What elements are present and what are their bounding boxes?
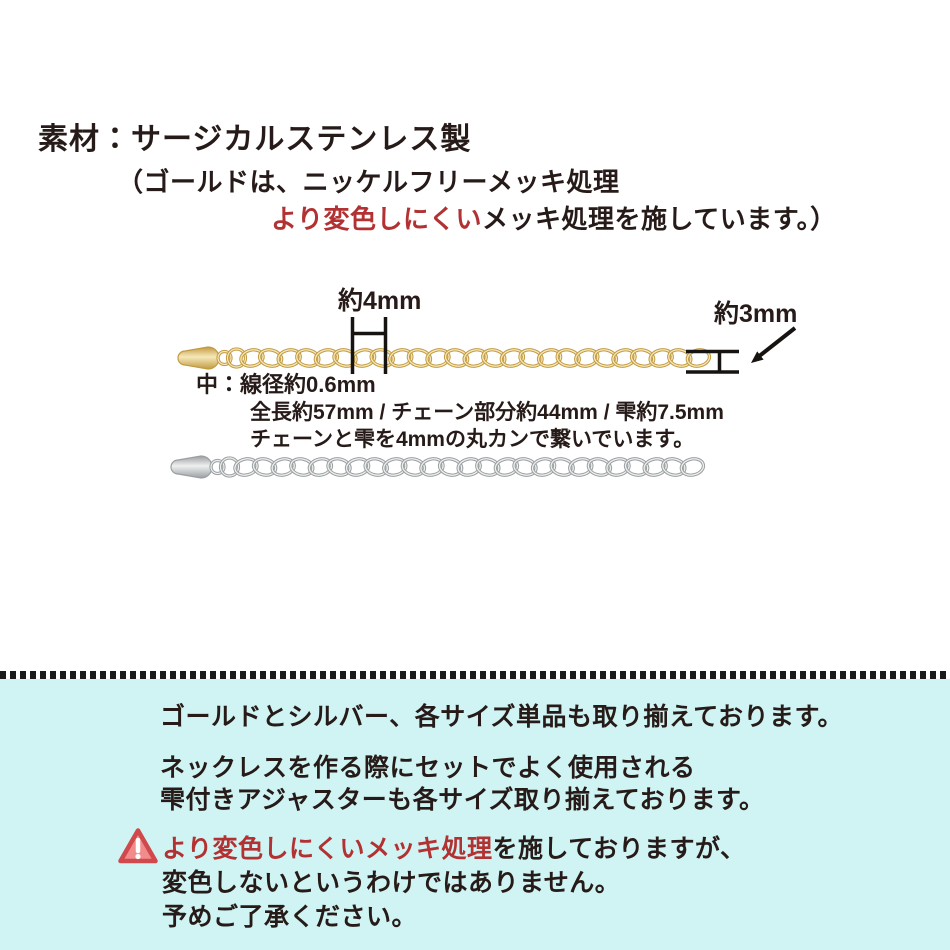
footer-line-singles: ゴールドとシルバー、各サイズ単品も取り揃えております。 xyxy=(160,703,844,731)
footer-line-usage-2: 雫付きアジャスターも各サイズ取り揃えております。 xyxy=(160,786,765,814)
spec-lengths: 全長約57mm / チェーン部分約44mm / 雫約7.5mm xyxy=(250,400,724,424)
dotted-divider xyxy=(0,671,950,679)
plating-note-rest: メッキ処理を施しています。） xyxy=(481,204,837,234)
info-footer: ゴールドとシルバー、各サイズ単品も取り揃えております。 ネックレスを作る際にセッ… xyxy=(0,679,950,950)
spec-wire-diameter: 中：線径約0.6mm xyxy=(196,372,376,397)
spec-jumpring: チェーンと雫を4mmの丸カンで繋いでいます。 xyxy=(250,427,694,451)
warning-icon xyxy=(118,828,158,864)
link-width-bracket xyxy=(350,317,388,374)
pointer-arrow xyxy=(751,326,797,363)
end-width-label: 約3mm xyxy=(713,299,797,328)
plating-note-highlight: より変色しにくい xyxy=(271,204,482,234)
silver-adjuster-chain-image xyxy=(170,455,706,479)
plating-note-line1: （ゴールドは、ニッケルフリーメッキ処理 xyxy=(117,167,620,197)
footer-warning-line-2: 変色しないというわけではありません。 xyxy=(162,869,621,897)
footer-warning-highlight: より変色しにくいメッキ処理 xyxy=(162,835,493,863)
gold-adjuster-chain-image xyxy=(177,346,712,370)
material-title: 素材：サージカルステンレス製 xyxy=(38,123,472,156)
chain-height-bracket xyxy=(686,349,739,374)
plating-note-line2: より変色しにくいメッキ処理を施しています。） xyxy=(271,199,837,236)
footer-warning-line-1: より変色しにくいメッキ処理を施しておりますが、 xyxy=(162,829,746,865)
footer-warning-rest: を施しておりますが、 xyxy=(492,835,746,863)
footer-warning-line-3: 予めご了承ください。 xyxy=(162,903,418,931)
size-diagram: 約4mm 約3mm 中：線径約0.6mm 全長約57mm / チェーン部分約44… xyxy=(170,286,797,479)
footer-line-usage-1: ネックレスを作る際にセットでよく使用される xyxy=(160,754,696,782)
link-size-label: 約4mm xyxy=(337,286,421,315)
